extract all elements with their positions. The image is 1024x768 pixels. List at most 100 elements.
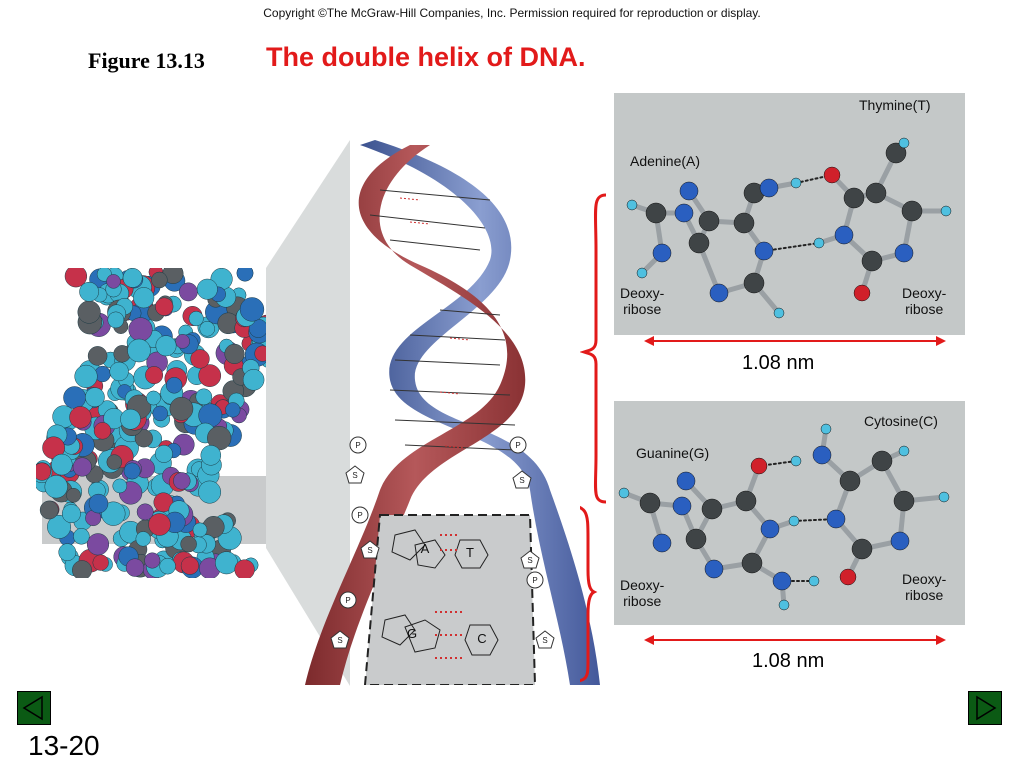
atom-sphere xyxy=(173,472,191,490)
phosphate-letter: P xyxy=(355,441,360,450)
red-strand xyxy=(305,145,526,685)
atom-sphere xyxy=(128,317,153,342)
figure-title: The double helix of DNA. xyxy=(266,42,586,72)
atom-O xyxy=(853,284,871,302)
atom-sphere xyxy=(123,462,141,480)
atom-sphere xyxy=(61,504,81,524)
atom-sphere xyxy=(85,387,105,408)
thymine-label: Thymine(T) xyxy=(859,97,931,113)
adenine-thymine-panel: Adenine(A) Thymine(T) Deoxy- ribose Deox… xyxy=(614,93,965,335)
atom-sphere xyxy=(47,514,71,539)
atom-sphere xyxy=(236,268,254,282)
sugar-marker xyxy=(535,630,555,649)
sugar-marker xyxy=(345,465,365,484)
atom-sphere xyxy=(122,268,143,288)
atom-H xyxy=(788,515,800,527)
atom-sphere xyxy=(180,535,197,553)
inset-base-c: C xyxy=(477,631,486,646)
sugar-marker xyxy=(330,630,350,649)
atom-C xyxy=(843,187,865,209)
atom-sphere xyxy=(44,475,68,499)
top-width-arrow xyxy=(644,336,946,346)
bottom-width-label: 1.08 nm xyxy=(752,650,825,672)
atom-N xyxy=(834,225,854,245)
atom-sphere xyxy=(196,278,218,300)
atom-C xyxy=(871,450,893,472)
atom-sphere xyxy=(79,281,99,302)
atom-N xyxy=(704,559,724,579)
sugar-letter: S xyxy=(352,471,357,480)
top-width-label: 1.08 nm xyxy=(742,352,815,374)
atom-sphere xyxy=(198,480,222,504)
atom-sphere xyxy=(36,462,52,481)
guanine-cytosine-panel: Guanine(G) Cytosine(C) Deoxy- ribose Deo… xyxy=(614,401,965,625)
atom-sphere xyxy=(200,445,222,466)
atom-H xyxy=(808,575,820,587)
atom-sphere xyxy=(159,557,176,575)
atom-N xyxy=(759,178,779,198)
atom-sphere xyxy=(234,559,255,578)
atom-H xyxy=(618,487,630,499)
atom-N xyxy=(754,241,774,261)
atom-C xyxy=(701,498,723,520)
atom-H xyxy=(940,205,952,217)
atom-H xyxy=(820,423,832,435)
atom-C xyxy=(645,202,667,224)
deoxyribose-right-label-gc: Deoxy- ribose xyxy=(902,571,947,603)
atom-C xyxy=(733,212,755,234)
atom-sphere xyxy=(107,311,125,329)
atom-sphere xyxy=(239,297,265,322)
atom-sphere xyxy=(146,390,161,406)
atom-sphere xyxy=(58,543,77,562)
atom-N xyxy=(772,571,792,591)
atom-C xyxy=(885,142,907,164)
atom-O xyxy=(750,457,768,475)
figure-label: Figure 13.13 xyxy=(88,48,205,73)
previous-slide-button[interactable] xyxy=(17,691,51,725)
atom-sphere xyxy=(120,408,141,430)
atom-sphere xyxy=(154,444,173,463)
atom-H xyxy=(790,177,802,189)
phosphate-letter: P xyxy=(532,576,537,585)
atom-sphere xyxy=(87,346,108,366)
triangle-right-icon xyxy=(976,695,997,721)
atom-sphere xyxy=(225,402,241,418)
atom-sphere xyxy=(69,406,92,429)
atom-N xyxy=(652,243,672,263)
atom-sphere xyxy=(195,388,213,406)
zoom-connector xyxy=(266,140,350,686)
atom-N xyxy=(826,509,846,529)
atom-sphere xyxy=(63,386,86,409)
inset-base-g: G xyxy=(407,626,417,641)
phosphate-letter: P xyxy=(515,441,520,450)
atom-sphere xyxy=(179,282,198,302)
phosphate-letter: P xyxy=(345,596,350,605)
atom-sphere xyxy=(215,551,238,575)
atom-sphere xyxy=(135,531,151,547)
atom-sphere xyxy=(88,493,109,514)
sugar-letter: S xyxy=(519,476,524,485)
sugar-letter: S xyxy=(367,546,372,555)
atom-sphere xyxy=(175,334,190,349)
atom-N xyxy=(894,243,914,263)
atom-C xyxy=(639,492,661,514)
sugar-letter: S xyxy=(527,556,532,565)
atom-sphere xyxy=(169,396,194,421)
phosphate-marker xyxy=(526,571,544,589)
atom-sphere xyxy=(148,513,171,536)
atom-sphere xyxy=(106,274,121,289)
atom-sphere xyxy=(190,349,210,369)
atom-C xyxy=(741,552,763,574)
atom-sphere xyxy=(77,300,101,324)
atom-sphere xyxy=(136,503,154,521)
atom-sphere xyxy=(66,487,81,503)
sugar-letter: S xyxy=(542,636,547,645)
atom-sphere xyxy=(188,311,204,327)
atom-C xyxy=(865,182,887,204)
atom-N xyxy=(672,496,692,516)
brackets xyxy=(580,193,607,683)
next-slide-button[interactable] xyxy=(968,691,1002,725)
atom-sphere xyxy=(242,369,265,391)
atom-sphere xyxy=(199,321,215,337)
atom-H xyxy=(626,199,638,211)
